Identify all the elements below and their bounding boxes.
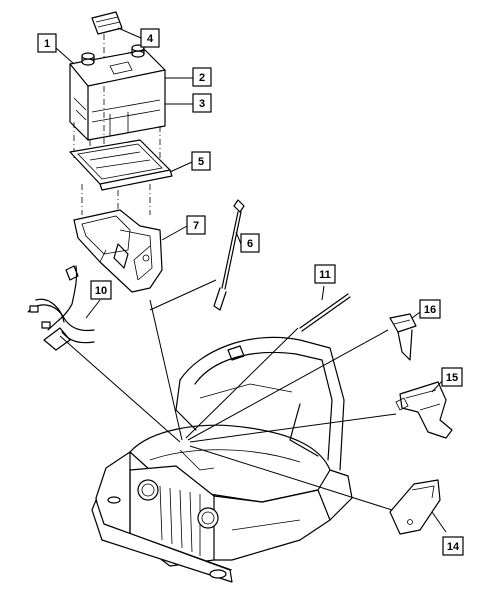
leader-lines	[55, 27, 447, 533]
bracket-16	[389, 313, 417, 361]
callout-14: 14	[442, 536, 464, 556]
wiring-harness	[27, 265, 95, 351]
callout-label-11: 11	[319, 269, 331, 281]
callout-label-2: 2	[199, 72, 205, 84]
panel-14	[389, 479, 441, 535]
vehicle-front	[91, 336, 353, 583]
callout-label-3: 3	[199, 98, 205, 110]
battery	[69, 44, 166, 175]
battery-support	[73, 209, 163, 293]
callout-label-1: 1	[44, 38, 50, 50]
callout-label-14: 14	[447, 541, 460, 553]
callout-label-5: 5	[198, 156, 204, 168]
callout-15: 15	[441, 367, 463, 387]
callout-10: 10	[90, 280, 112, 300]
callout-11: 11	[314, 264, 336, 284]
callout-1: 1	[37, 33, 57, 53]
seal-strip	[299, 293, 351, 332]
callout-label-6: 6	[247, 238, 253, 250]
callout-4: 4	[140, 28, 160, 48]
callout-label-7: 7	[193, 220, 199, 232]
callout-6: 6	[240, 233, 260, 253]
callout-2: 2	[192, 67, 212, 87]
callout-16: 16	[419, 299, 441, 319]
callout-7: 7	[186, 215, 206, 235]
callout-5: 5	[191, 151, 211, 171]
callout-label-4: 4	[147, 33, 154, 45]
callout-label-10: 10	[95, 285, 107, 297]
callout-label-16: 16	[424, 304, 436, 316]
callout-3: 3	[192, 93, 212, 113]
battery-tray	[69, 139, 173, 222]
shield-15	[395, 381, 453, 439]
battery-cable	[213, 199, 245, 311]
callout-label-15: 15	[446, 372, 458, 384]
